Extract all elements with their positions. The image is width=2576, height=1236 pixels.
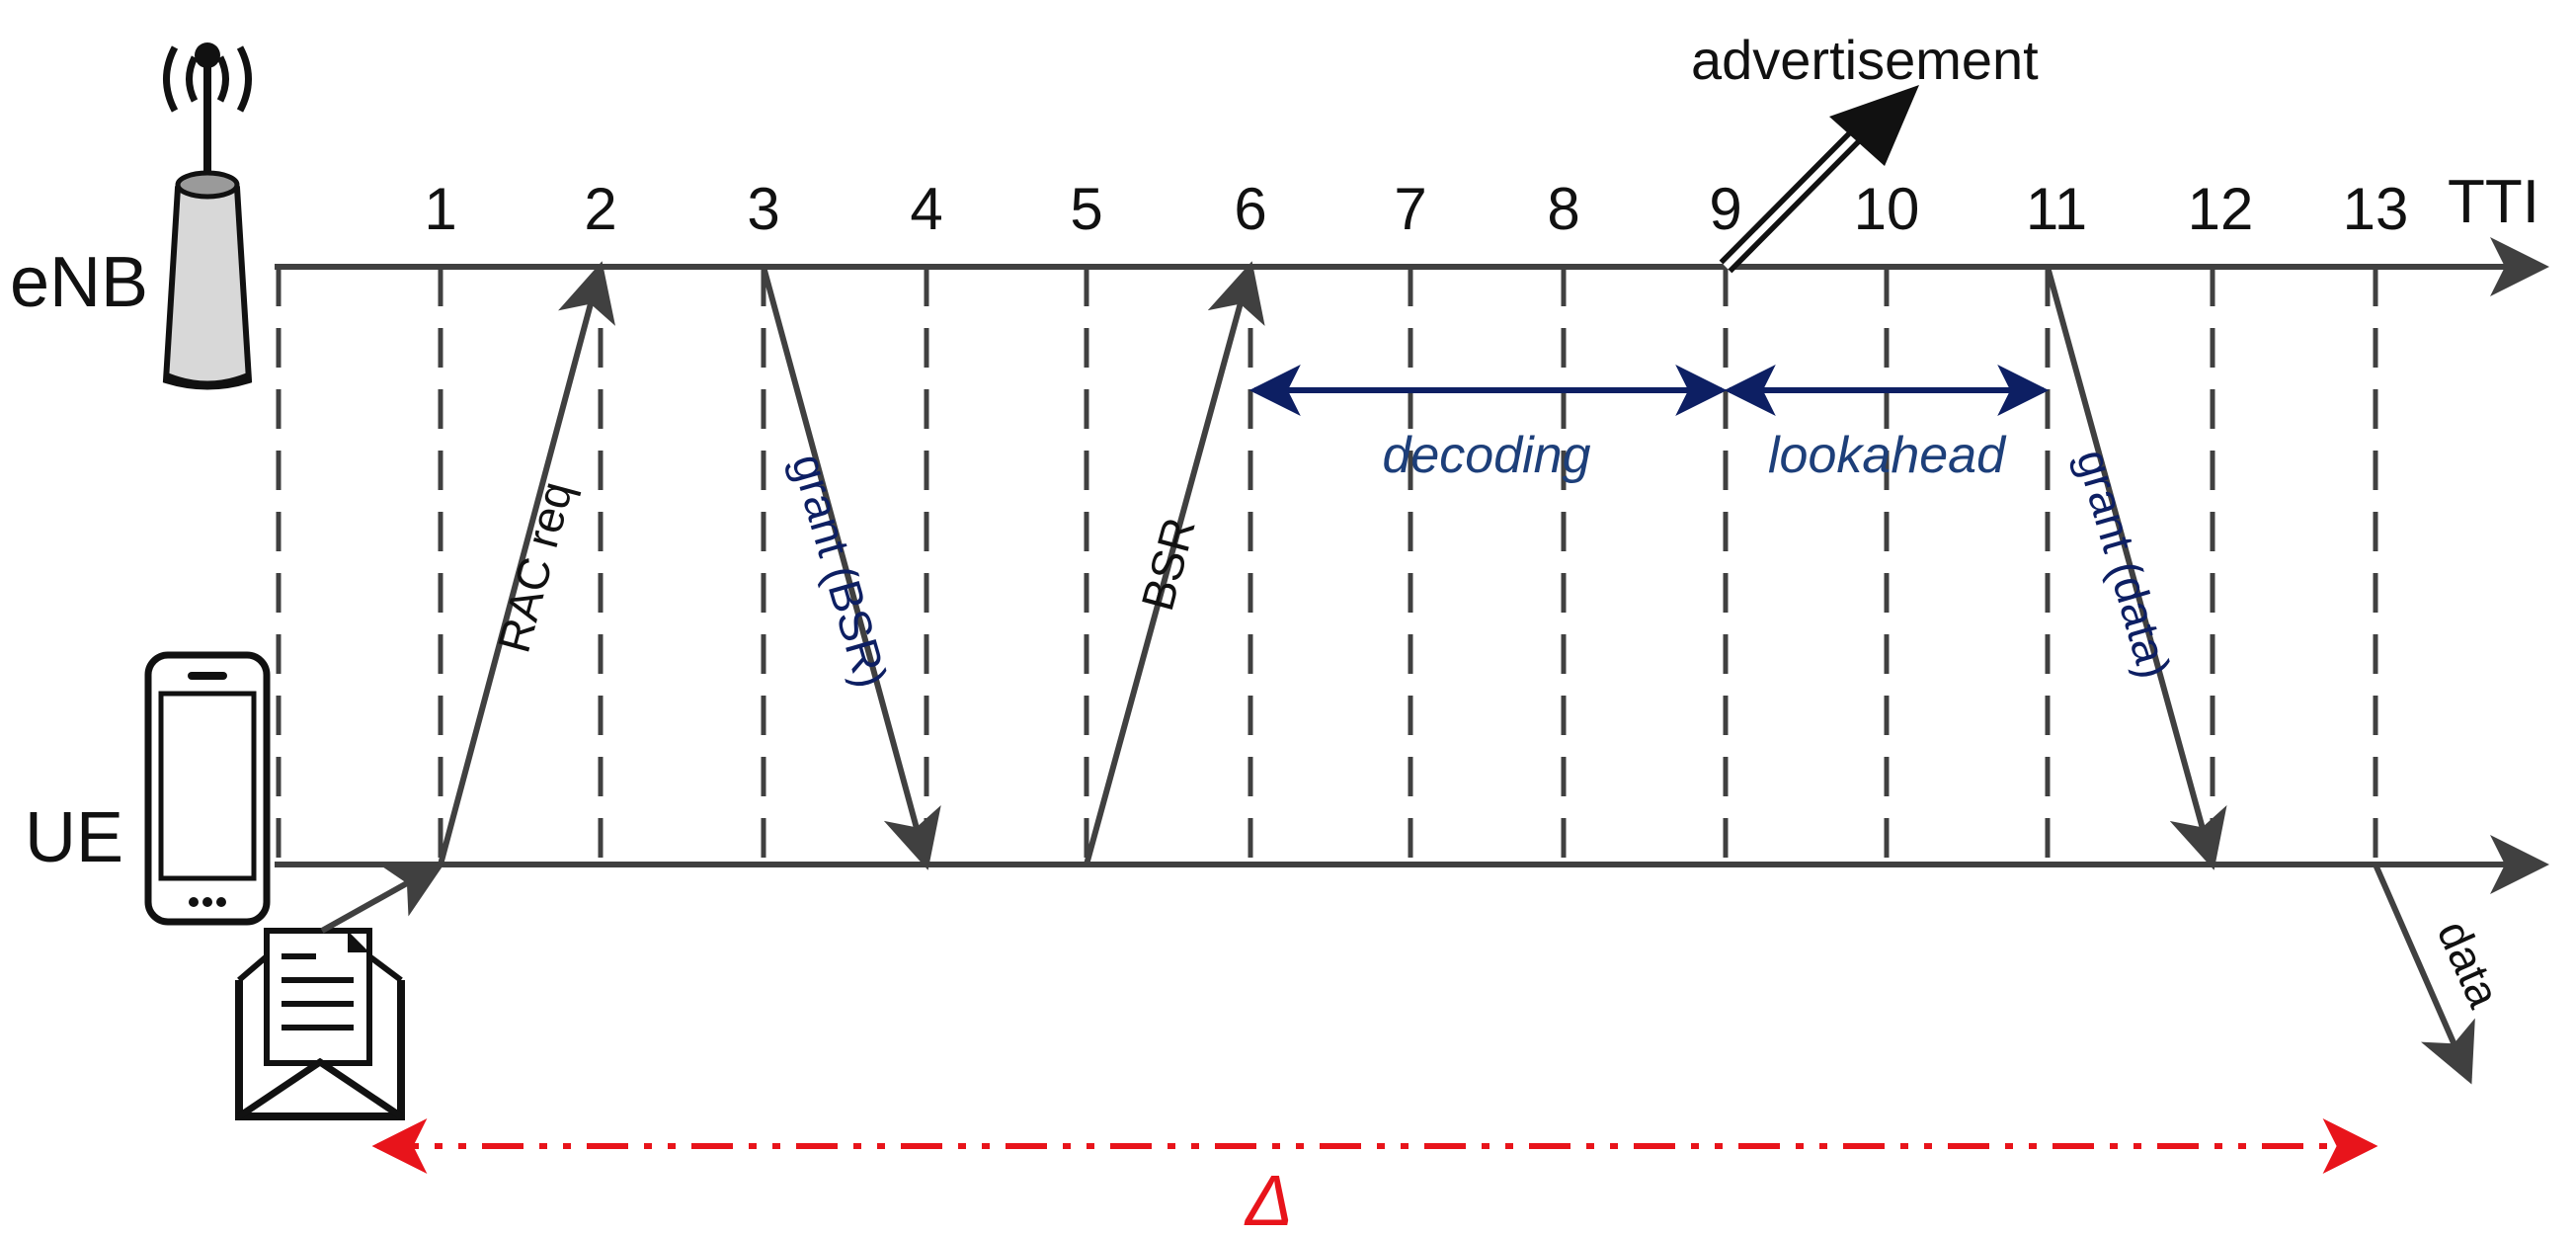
grant-bsr-arrow	[761, 266, 941, 870]
tti-tick-10: 10	[1854, 176, 1920, 242]
envelope-to-ue-arrow	[320, 862, 446, 934]
tti-axis-label: TTI	[2448, 168, 2539, 236]
tti-tick-labels: 1 2 3 4 5 6 7 8 9 10 11 12 13	[424, 176, 2408, 242]
tti-tick-5: 5	[1070, 176, 1102, 242]
tti-tick-6: 6	[1234, 176, 1266, 242]
lookahead-label: lookahead	[1768, 427, 2007, 484]
grant-data-label: grant (data)	[2067, 444, 2182, 684]
enb-lane-label: eNB	[10, 243, 148, 322]
data-arrow	[2373, 863, 2475, 1085]
envelope-document-icon	[235, 928, 405, 1120]
rac-req-arrow	[438, 261, 616, 865]
tti-tick-3: 3	[747, 176, 779, 242]
smartphone-icon	[144, 651, 271, 926]
tti-tick-13: 13	[2343, 176, 2409, 242]
tti-tick-12: 12	[2188, 176, 2254, 242]
tti-tick-7: 7	[1394, 176, 1426, 242]
delta-label: Δ	[1244, 1162, 1293, 1236]
rac-req-label: RAC req	[488, 476, 583, 658]
tti-tick-9: 9	[1709, 176, 1741, 242]
advertisement-label: advertisement	[1691, 29, 2039, 91]
antenna-tower-icon	[162, 42, 253, 390]
tti-tick-8: 8	[1547, 176, 1579, 242]
tti-tick-2: 2	[584, 176, 616, 242]
grant-data-arrow	[2045, 266, 2227, 870]
bsr-arrow	[1084, 261, 1265, 865]
data-label: data	[2428, 913, 2511, 1015]
tti-tick-1: 1	[424, 176, 456, 242]
decoding-label: decoding	[1382, 427, 1590, 484]
ue-lane-label: UE	[25, 798, 123, 877]
tti-tick-11: 11	[2026, 176, 2087, 242]
grant-bsr-label: grant (BSR)	[782, 449, 898, 694]
advertisement-arrow	[1719, 85, 1919, 274]
tti-dashed-lines	[276, 267, 2378, 865]
tti-tick-4: 4	[910, 176, 942, 242]
bsr-label: BSR	[1131, 512, 1205, 616]
